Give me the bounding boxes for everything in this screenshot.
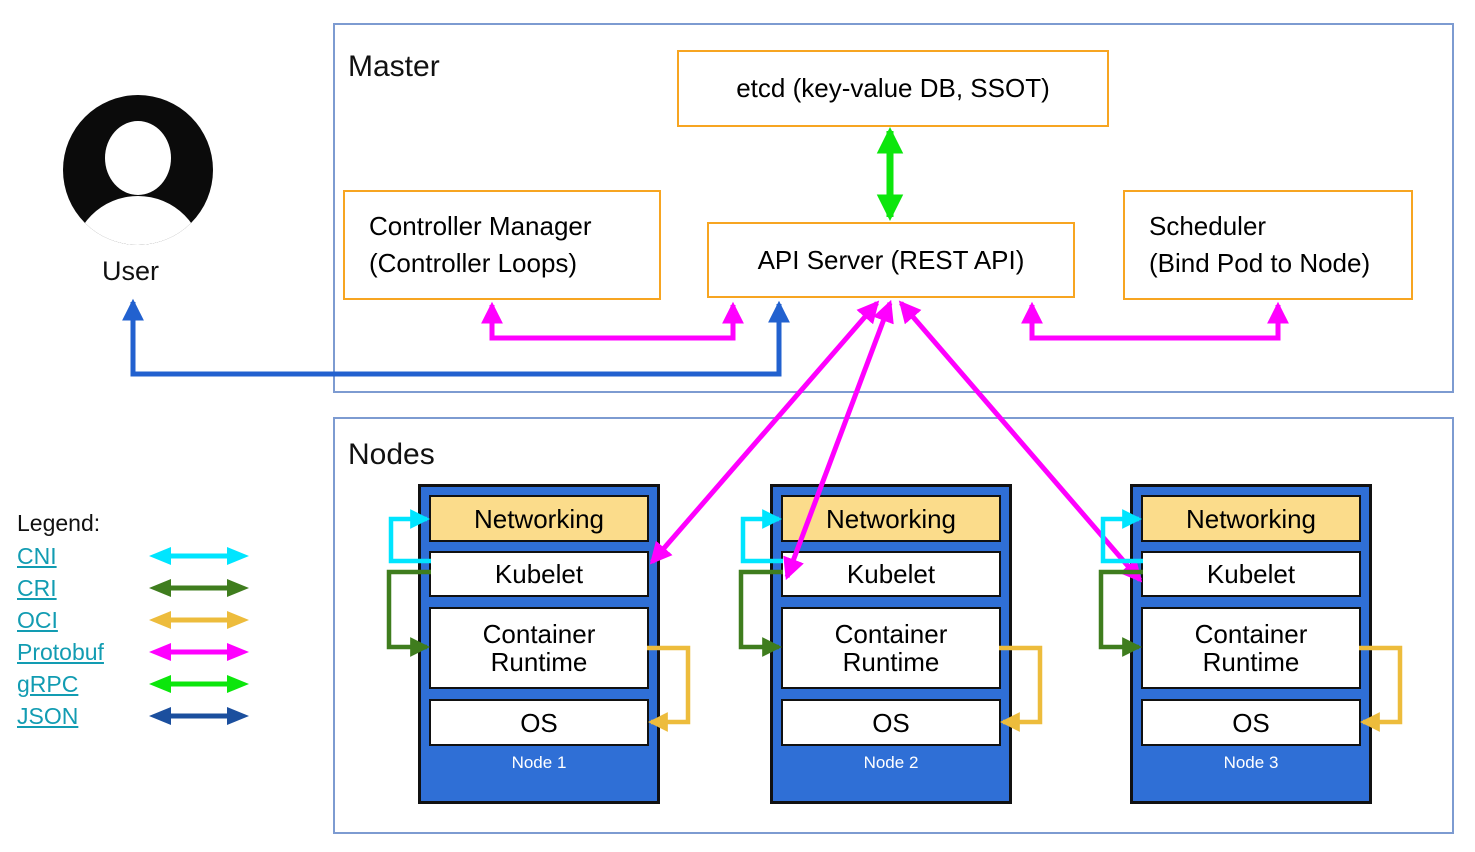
node-3-container: Networking Kubelet Container Runtime OS … (1130, 484, 1372, 804)
user-icon (63, 95, 213, 245)
controller-manager-box: Controller Manager (Controller Loops) (343, 190, 661, 300)
legend-row-json: JSON (17, 700, 253, 732)
node-3-kubelet-layer: Kubelet (1141, 551, 1361, 597)
node-2-container: Networking Kubelet Container Runtime OS … (770, 484, 1012, 804)
nodes-section-label: Nodes (348, 438, 435, 471)
node-3-name: Node 3 (1223, 753, 1279, 772)
user-label: User (102, 256, 160, 286)
node-3-os-layer: OS (1141, 699, 1361, 746)
protobuf-arrow-sample (149, 643, 249, 661)
node-1-networking-layer: Networking (429, 495, 649, 542)
node-3-networking-layer: Networking (1141, 495, 1361, 542)
api-server-label: API Server (REST API) (757, 244, 1025, 275)
scheduler-line1: Scheduler (1149, 211, 1267, 241)
legend-title: Legend: (17, 510, 101, 536)
scheduler-box: Scheduler (Bind Pod to Node) (1123, 190, 1413, 300)
legend-link-cri[interactable]: CRI (17, 574, 57, 601)
legend-row-cni: CNI (17, 540, 253, 572)
legend-row-grpc: gRPC (17, 668, 253, 700)
controller-manager-line2: (Controller Loops) (369, 248, 578, 278)
node-1-kubelet-layer: Kubelet (429, 551, 649, 597)
etcd-label: etcd (key-value DB, SSOT) (736, 73, 1050, 103)
node-1-name: Node 1 (511, 753, 567, 772)
legend-row-cri: CRI (17, 572, 253, 604)
master-section-label: Master (348, 50, 440, 83)
node-1-os-layer: OS (429, 699, 649, 746)
node-2-kubelet-layer: Kubelet (781, 551, 1001, 597)
legend: Legend: CNI CRI OCI (17, 510, 253, 732)
legend-link-json[interactable]: JSON (17, 702, 79, 729)
legend-row-oci: OCI (17, 604, 253, 636)
node-2-networking-layer: Networking (781, 495, 1001, 542)
node-1-container-runtime-layer: Container Runtime (429, 607, 649, 689)
node-2-container-runtime-layer: Container Runtime (781, 607, 1001, 689)
node-2-name: Node 2 (863, 753, 919, 772)
scheduler-line2: (Bind Pod to Node) (1149, 248, 1371, 278)
legend-link-protobuf[interactable]: Protobuf (17, 638, 104, 665)
node-2-os-layer: OS (781, 699, 1001, 746)
controller-manager-line1: Controller Manager (369, 211, 592, 241)
grpc-arrow-sample (149, 675, 249, 693)
legend-link-grpc[interactable]: gRPC (17, 670, 79, 697)
legend-row-protobuf: Protobuf (17, 636, 253, 668)
etcd-box: etcd (key-value DB, SSOT) (677, 50, 1109, 127)
node-3-container-runtime-layer: Container Runtime (1141, 607, 1361, 689)
node-1-container: Networking Kubelet Container Runtime OS … (418, 484, 660, 804)
json-arrow-sample (149, 707, 249, 725)
oci-arrow-sample (149, 611, 249, 629)
api-server-box: API Server (REST API) (707, 222, 1075, 298)
cni-arrow-sample (149, 547, 249, 565)
legend-link-oci[interactable]: OCI (17, 606, 58, 633)
legend-link-cni[interactable]: CNI (17, 542, 57, 569)
cri-arrow-sample (149, 579, 249, 597)
